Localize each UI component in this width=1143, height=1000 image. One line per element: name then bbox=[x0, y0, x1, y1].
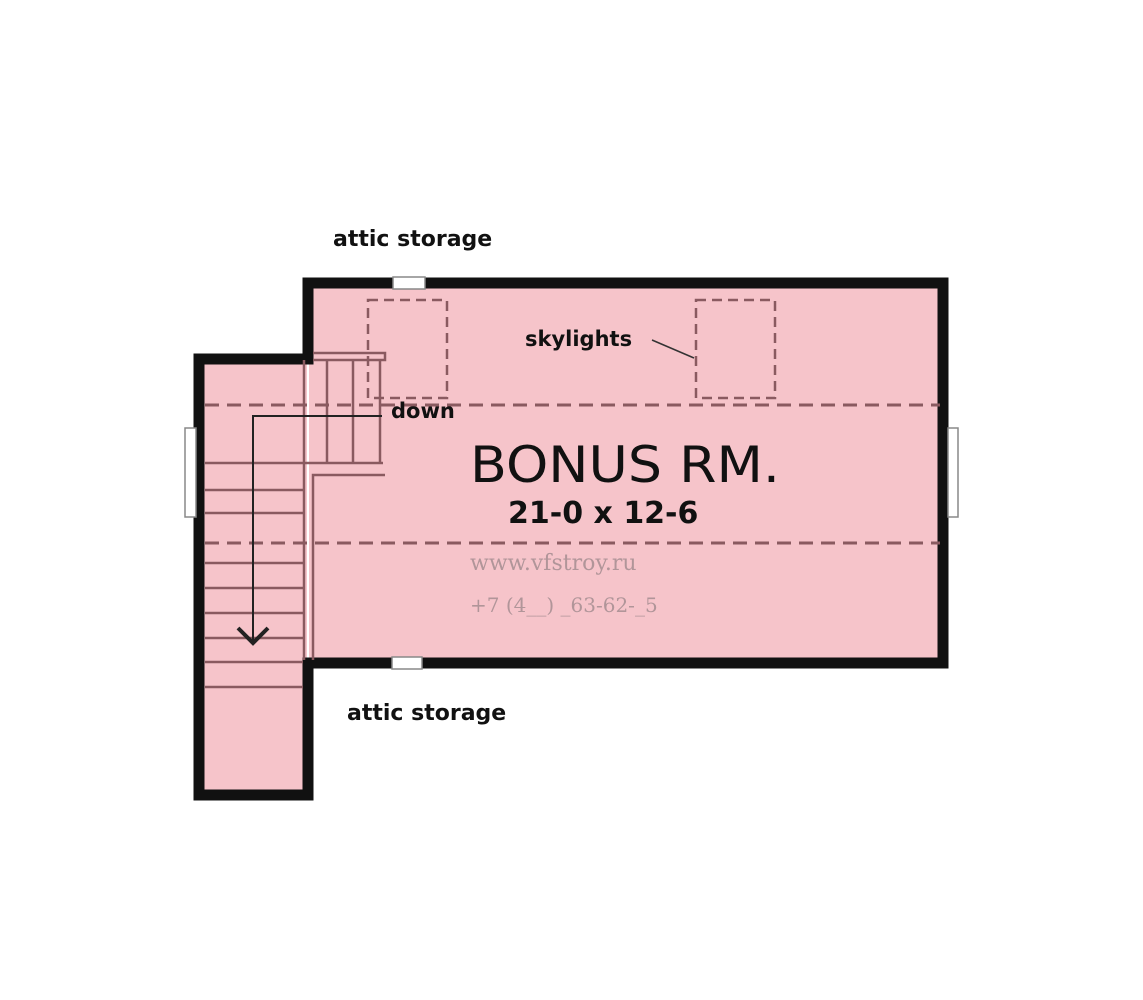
skylights bbox=[366, 298, 777, 400]
walls bbox=[193, 277, 949, 801]
skylight-1 bbox=[366, 298, 449, 400]
down-label: down bbox=[391, 399, 455, 423]
room-size: 21-0 x 12-6 bbox=[508, 496, 698, 531]
watermark-url: www.vfstroy.ru bbox=[470, 551, 637, 576]
window-left bbox=[184, 427, 197, 518]
window-bottom bbox=[391, 656, 423, 670]
skylight-leader bbox=[651, 339, 695, 359]
window-right bbox=[947, 427, 959, 518]
watermark-phone: +7 (4__) _63-62-_5 bbox=[470, 593, 658, 617]
skylight-2 bbox=[694, 298, 777, 400]
window-top bbox=[392, 276, 426, 290]
stair-direction-arrow bbox=[236, 415, 382, 646]
room-name: BONUS RM. bbox=[470, 436, 780, 494]
attic-storage-bottom-label: attic storage bbox=[347, 701, 506, 726]
bonus-room-floor bbox=[309, 284, 942, 662]
windows bbox=[184, 276, 959, 670]
attic-storage-top-label: attic storage bbox=[333, 227, 492, 252]
skylights-label: skylights bbox=[525, 327, 632, 351]
